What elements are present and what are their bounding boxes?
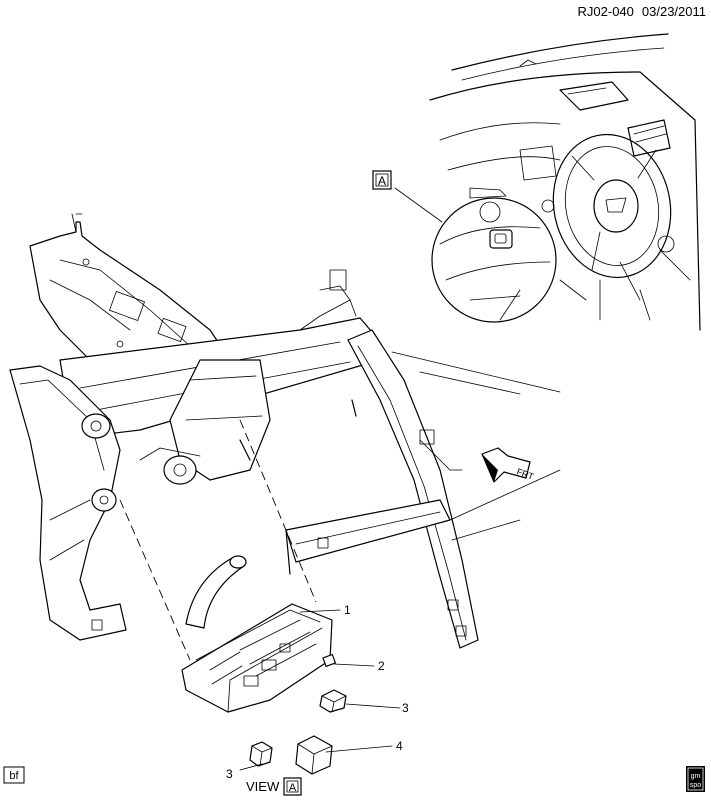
magnifier-circle xyxy=(431,197,557,323)
header-ref-date: RJ02-040 03/23/2011 xyxy=(578,4,706,19)
locator-dashed-line xyxy=(119,499,191,661)
drawing-ref: RJ02-040 xyxy=(578,4,634,19)
drawing-date: 03/23/2011 xyxy=(642,4,706,19)
fuse-block-assembly xyxy=(181,555,333,713)
callout-3-right: 3 xyxy=(402,701,409,715)
inset-marker-a: A xyxy=(372,170,392,190)
footer-tag: bf xyxy=(3,766,25,784)
cross-car-beam xyxy=(9,213,381,641)
front-direction-arrow: FRT xyxy=(481,447,535,483)
footer-tag-text: bf xyxy=(9,770,19,782)
relay-part-3-right xyxy=(319,689,347,713)
view-label: VIEW A xyxy=(246,777,302,796)
dashboard-inset xyxy=(394,33,701,331)
callout-4: 4 xyxy=(396,739,403,753)
logo-line1: gm xyxy=(691,773,701,780)
frt-arrow-label: FRT xyxy=(515,466,535,481)
callout-2: 2 xyxy=(378,659,385,673)
inset-marker-letter: A xyxy=(378,174,386,188)
callout-3-left: 3 xyxy=(226,767,233,781)
relay-part-3-left xyxy=(249,741,273,767)
view-label-letter: A xyxy=(289,782,297,794)
view-label-prefix: VIEW xyxy=(246,779,280,794)
callout-leaders xyxy=(239,609,401,771)
relay-part-4 xyxy=(295,735,333,775)
logo-line2: spo xyxy=(690,782,701,789)
gm-spo-logo-icon: gm spo xyxy=(686,766,705,792)
locator-dashed-line xyxy=(239,419,317,603)
callout-1: 1 xyxy=(344,603,351,617)
small-fuse-part-2 xyxy=(322,653,337,668)
a-pillar-structure xyxy=(285,329,561,649)
